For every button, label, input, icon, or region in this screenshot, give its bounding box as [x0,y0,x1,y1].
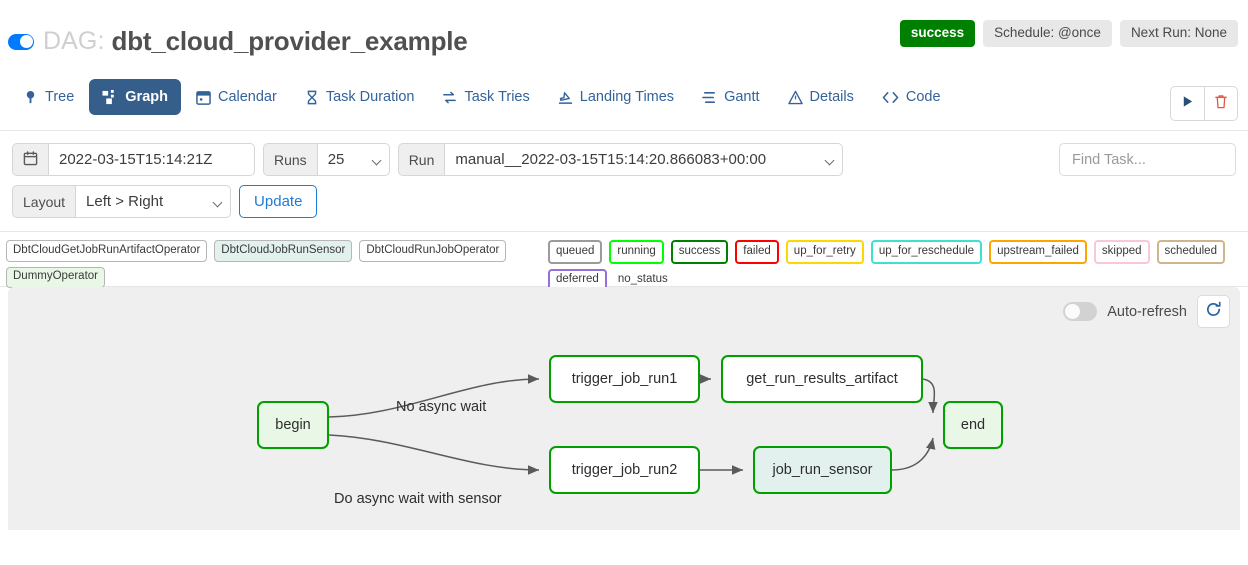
landing-icon [558,90,573,105]
legend-state-chip[interactable]: failed [735,240,779,264]
play-icon [1181,95,1194,113]
graph-toolbar: Auto-refresh [1063,295,1230,328]
schedule-badge[interactable]: Schedule: @once [983,20,1112,48]
auto-refresh-toggle[interactable] [1063,302,1098,321]
base-date-group: 2022-03-15T15:14:21Z [12,143,255,176]
legend-operator-chip[interactable]: DbtCloudJobRunSensor [214,240,353,262]
nav-actions [1170,86,1238,121]
tab-graph[interactable]: Graph [89,79,181,115]
legend-bar: DbtCloudGetJobRunArtifactOperator DbtClou… [0,232,1248,292]
layout-group: Layout Left > Right [12,185,232,218]
tab-tree[interactable]: Tree [10,79,87,115]
tab-graph-label: Graph [125,89,168,105]
code-icon [882,90,899,105]
run-group: Run manual__2022-03-15T15:14:20.866083+0… [397,143,844,176]
tab-landing-times[interactable]: Landing Times [545,79,687,115]
graph-node-trigger_job_run1[interactable]: trigger_job_run1 [549,355,700,403]
next-run-badge: Next Run: None [1119,20,1238,48]
dag-title: DAG: dbt_cloud_provider_example [8,26,468,57]
run-label: Run [397,143,446,176]
graph-edge-label: Do async wait with sensor [334,491,502,507]
hourglass-icon [305,90,319,105]
calendar-button[interactable] [12,143,49,176]
tab-gantt[interactable]: Gantt [689,79,772,115]
refresh-button[interactable] [1197,295,1230,328]
tab-task-tries-label: Task Tries [464,89,530,105]
tab-calendar-label: Calendar [217,89,277,105]
graph-node-job_run_sensor[interactable]: job_run_sensor [753,446,892,494]
graph-edge-label: No async wait [396,399,487,415]
legend-state-chip[interactable]: running [609,240,664,264]
layout-select[interactable]: Left > Right [76,185,232,218]
tab-tree-label: Tree [45,89,75,105]
legend-state-chip[interactable]: scheduled [1156,240,1225,264]
legend-state-chip[interactable]: up_for_retry [785,240,864,264]
dag-label: DAG: [43,27,105,55]
tree-icon [23,90,38,105]
graph-node-begin[interactable]: begin [257,401,329,449]
refresh-icon [1205,301,1222,323]
operator-legend: DbtCloudGetJobRunArtifactOperator DbtClou… [6,240,536,288]
graph-icon [102,89,118,105]
filter-row-primary: 2022-03-15T15:14:21Z Runs 25 Run manual_… [12,143,1236,176]
tab-gantt-label: Gantt [724,89,760,105]
runs-label: Runs [263,143,318,176]
legend-state-chip[interactable]: queued [548,240,603,264]
legend-state-chip[interactable]: up_for_reschedule [870,240,983,264]
page-header: DAG: dbt_cloud_provider_example success … [0,0,1248,72]
calendar-icon [196,90,211,105]
legend-operator-chip[interactable]: DbtCloudGetJobRunArtifactOperator [6,240,208,262]
graph-node-get_run_results_artifact[interactable]: get_run_results_artifact [721,355,923,403]
runs-group: Runs 25 [263,143,390,176]
tab-task-tries[interactable]: Task Tries [429,79,542,115]
tab-landing-times-label: Landing Times [579,89,675,105]
legend-operator-chip[interactable]: DbtCloudRunJobOperator [359,240,507,262]
trigger-dag-button[interactable] [1171,87,1204,120]
calendar-icon [23,150,38,169]
legend-state-chip[interactable]: no_status [617,273,668,285]
delete-dag-button[interactable] [1204,87,1237,120]
graph-node-end[interactable]: end [943,401,1003,449]
find-task-input[interactable]: Find Task... [1059,143,1236,176]
tab-calendar[interactable]: Calendar [183,79,290,115]
tab-task-duration-label: Task Duration [325,89,415,105]
runs-select[interactable]: 25 [317,143,390,176]
tab-details-label: Details [809,89,854,105]
filter-row-layout: Layout Left > Right Update [12,185,1236,218]
update-button[interactable]: Update [239,185,318,218]
dag-name: dbt_cloud_provider_example [111,26,468,56]
status-badge: success [899,20,976,48]
graph-node-trigger_job_run2[interactable]: trigger_job_run2 [549,446,700,494]
graph-canvas[interactable]: begin trigger_job_run1 get_run_results_art… [8,287,1240,530]
tab-details[interactable]: Details [775,79,867,115]
gantt-icon [702,90,717,105]
filter-bar: 2022-03-15T15:14:21Z Runs 25 Run manual_… [0,131,1248,232]
layout-label: Layout [12,185,77,218]
tab-task-duration[interactable]: Task Duration [292,79,428,115]
tab-code-label: Code [905,89,941,105]
header-badges: success Schedule: @once Next Run: None [899,20,1238,48]
view-tabs: Tree Graph Calendar Task Duration Task T [10,79,954,115]
tab-code[interactable]: Code [869,79,954,115]
run-select[interactable]: manual__2022-03-15T15:14:20.866083+00:00 [445,143,844,176]
dag-pause-toggle[interactable] [8,33,34,50]
base-date-input[interactable]: 2022-03-15T15:14:21Z [49,143,255,176]
legend-state-chip[interactable]: skipped [1093,240,1150,264]
retry-icon [442,90,457,105]
auto-refresh-label: Auto-refresh [1107,303,1187,320]
legend-state-chip[interactable]: success [670,240,729,264]
legend-state-chip[interactable]: upstream_failed [989,240,1087,264]
legend-operator-chip[interactable]: DummyOperator [6,266,105,288]
view-navbar: Tree Graph Calendar Task Duration Task T [0,72,1248,131]
trash-icon [1214,94,1228,114]
triangle-alert-icon [787,90,803,105]
